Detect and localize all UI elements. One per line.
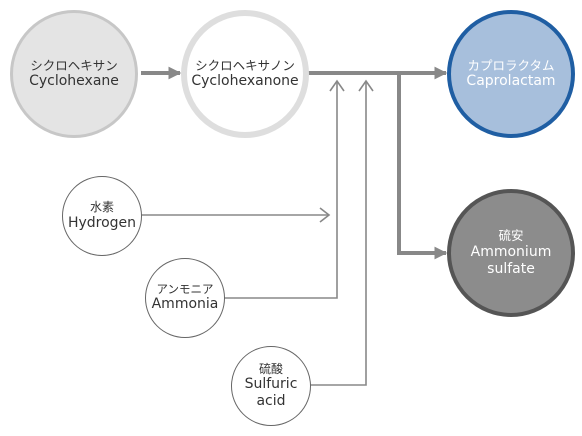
node-caprolactam-ja: カプロラクタム	[467, 57, 555, 73]
arrow-sulfuric-acid-input	[310, 82, 367, 386]
node-ammonia-ja: アンモニア	[156, 282, 214, 297]
node-hydrogen-en: Hydrogen	[67, 214, 137, 231]
node-sulfuric-acid: 硫酸 Sulfuric acid	[231, 346, 311, 426]
node-cyclohexane-en: Cyclohexane	[29, 73, 119, 90]
node-ammonia: アンモニア Ammonia	[145, 258, 225, 338]
node-caprolactam: カプロラクタム Caprolactam	[447, 10, 575, 138]
node-cyclohexanone-ja: シクロヘキサノン	[195, 57, 295, 73]
node-ammonium-sulfate: 硫安 Ammonium sulfate	[447, 189, 575, 317]
node-caprolactam-en: Caprolactam	[466, 73, 556, 90]
node-hydrogen-ja: 水素	[89, 200, 114, 215]
node-cyclohexane: シクロヘキサン Cyclohexane	[10, 10, 138, 138]
node-hydrogen: 水素 Hydrogen	[62, 176, 142, 256]
node-ammonia-en: Ammonia	[151, 296, 219, 313]
node-ammonium-sulfate-ja: 硫安	[498, 228, 524, 244]
node-sulfuric-acid-en-1: Sulfuric	[244, 376, 298, 393]
node-cyclohexanone: シクロヘキサノン Cyclohexanone	[181, 10, 309, 138]
node-ammonium-sulfate-en-2: sulfate	[487, 260, 535, 277]
arrowhead-hydrogen	[319, 207, 331, 223]
node-sulfuric-acid-ja: 硫酸	[258, 361, 283, 376]
arrow-to-ammonium-sulfate	[397, 73, 448, 260]
arrow-ammonia-input	[218, 82, 338, 299]
arrowhead-sulfuric-acid	[358, 79, 374, 92]
node-cyclohexanone-en: Cyclohexanone	[191, 73, 299, 90]
node-ammonium-sulfate-en-1: Ammonium	[470, 243, 552, 260]
node-sulfuric-acid-en-2: acid	[256, 393, 286, 410]
arrowhead-ammonia	[329, 79, 345, 92]
node-cyclohexane-ja: シクロヘキサン	[30, 57, 118, 73]
